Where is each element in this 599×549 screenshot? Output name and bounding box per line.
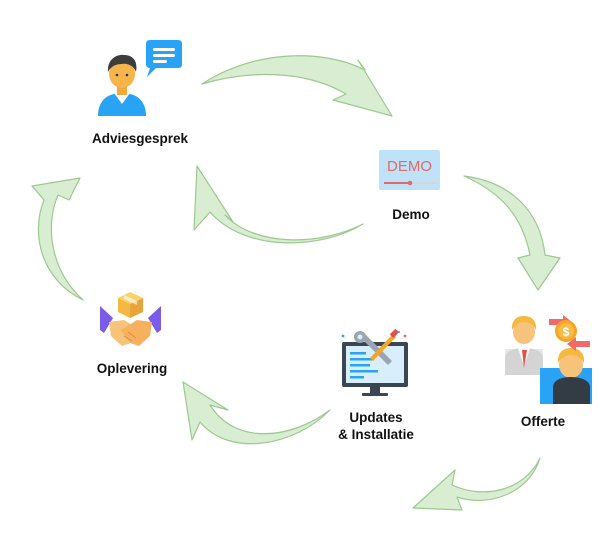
label-updates-line2: & Installatie — [338, 427, 414, 442]
negotiation-icon: $ — [505, 315, 592, 404]
monitor-tools-icon — [341, 328, 408, 396]
label-adviesgesprek-container: Adviesgesprek — [91, 131, 189, 146]
label-oplevering-container: Oplevering — [96, 361, 168, 376]
svg-text:$: $ — [563, 325, 570, 339]
label-oplevering: Oplevering — [96, 361, 168, 376]
label-adviesgesprek: Adviesgesprek — [91, 131, 189, 146]
demo-screen-icon: DEMO — [379, 150, 440, 190]
label-offerte: Offerte — [520, 414, 566, 429]
demo-screen-text: DEMO — [387, 158, 432, 175]
arrow-offer-to-updates — [412, 457, 541, 511]
arrow-updates-to-delivery — [182, 381, 331, 445]
handshake-package-icon — [100, 292, 161, 346]
label-updates-line1: Updates — [349, 410, 403, 425]
label-offerte-container: Offerte — [520, 414, 566, 429]
label-demo-container: Demo — [392, 207, 430, 222]
arrow-advice-to-demo — [201, 55, 393, 117]
arrow-delivery-to-advice — [31, 177, 84, 301]
arrow-demo-to-offer — [463, 175, 561, 291]
arrow-demo-to-advice — [193, 165, 364, 244]
person-chat-icon — [98, 40, 182, 116]
label-demo: Demo — [392, 207, 430, 222]
label-updates-container: Updates & Installatie — [311, 409, 441, 443]
label-updates-installatie: Updates & Installatie — [311, 409, 441, 443]
